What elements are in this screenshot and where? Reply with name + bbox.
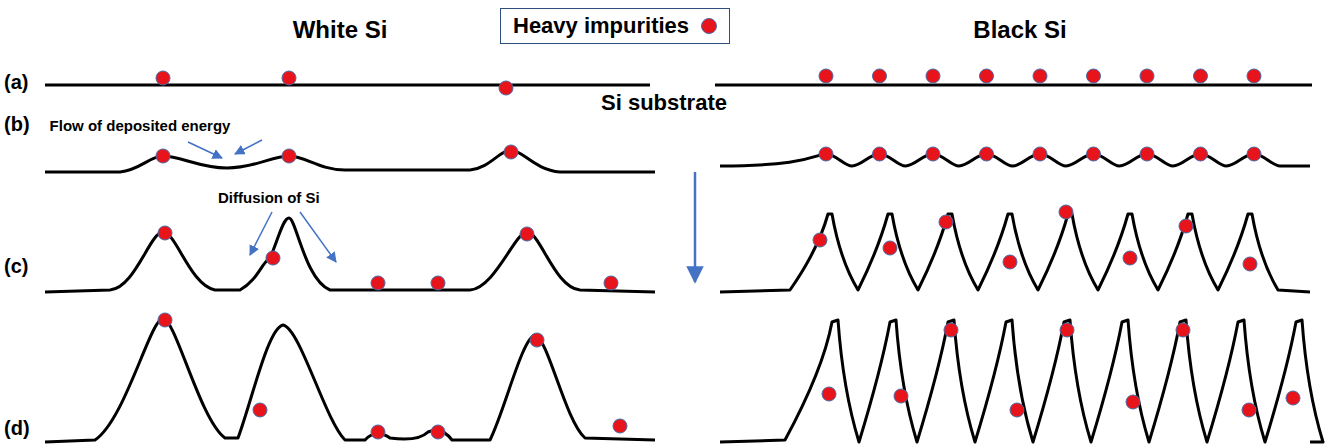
impurity-dot: [158, 313, 172, 327]
annotation-label: Flow of deposited energy: [50, 117, 231, 134]
impurity-dot: [1286, 391, 1300, 405]
surface-profile: [720, 320, 1323, 442]
panel-letter: (a): [4, 71, 28, 94]
panel-letter: (c): [4, 255, 28, 278]
legend-swatch: [701, 18, 717, 34]
impurity-dot: [1194, 69, 1208, 83]
annotation-label: White Si: [293, 16, 388, 44]
impurity-dot: [1194, 147, 1208, 161]
impurity-dot: [819, 147, 833, 161]
energy-arrow: [188, 142, 222, 158]
impurity-dot: [1087, 69, 1101, 83]
substrate-line: [715, 84, 1312, 87]
impurity-dot: [980, 147, 994, 161]
annotation-label: Black Si: [973, 16, 1066, 44]
impurity-dot: [1060, 323, 1074, 337]
legend-box: Heavy impurities: [500, 8, 730, 44]
impurity-dot: [1010, 403, 1024, 417]
impurity-dot: [939, 215, 953, 229]
diffusion-arrow: [300, 212, 336, 262]
impurity-dot: [980, 69, 994, 83]
impurity-dot: [613, 419, 627, 433]
surface-profile: [45, 318, 655, 442]
impurity-dot: [266, 251, 280, 265]
impurity-dot: [1003, 255, 1017, 269]
annotation-label: Si substrate: [601, 90, 727, 115]
impurity-dot: [873, 69, 887, 83]
impurity-dot: [1033, 69, 1047, 83]
impurity-dot: [1247, 69, 1261, 83]
time-arrow: [694, 172, 697, 282]
panel-letter: (b): [4, 113, 30, 136]
impurity-dot: [499, 81, 513, 95]
impurity-dot: [822, 387, 836, 401]
impurity-dot: [282, 71, 296, 85]
surface-profile: [45, 218, 655, 292]
impurity-dot: [1059, 205, 1073, 219]
impurity-dot: [819, 69, 833, 83]
impurity-dot: [530, 333, 544, 347]
impurity-dot: [1140, 69, 1154, 83]
surface-profile: [720, 154, 1310, 166]
impurity-dot: [926, 147, 940, 161]
impurity-dot: [156, 71, 170, 85]
impurity-dot: [431, 276, 445, 290]
panel-letter: (d): [4, 417, 30, 440]
impurity-dot: [1033, 147, 1047, 161]
impurity-dot: [1242, 403, 1256, 417]
impurity-dot: [504, 145, 518, 159]
impurity-dot: [1087, 147, 1101, 161]
impurity-dot: [1247, 147, 1261, 161]
legend-text: Heavy impurities: [513, 13, 689, 39]
impurity-dot: [253, 403, 267, 417]
impurity-dot: [371, 425, 385, 439]
diffusion-arrow: [250, 212, 272, 255]
surface-profile: [45, 150, 655, 172]
energy-arrow: [235, 140, 262, 154]
impurity-dot: [926, 69, 940, 83]
impurity-dot: [604, 276, 618, 290]
impurity-dot: [894, 389, 908, 403]
impurity-dot: [431, 425, 445, 439]
impurity-dot: [282, 149, 296, 163]
annotation-label: Diffusion of Si: [218, 189, 320, 206]
impurity-dot: [1123, 251, 1137, 265]
impurity-dot: [1126, 395, 1140, 409]
impurity-dot: [944, 323, 958, 337]
impurity-dot: [1179, 219, 1193, 233]
surface-profile: [720, 214, 1310, 292]
impurity-dot: [813, 233, 827, 247]
impurity-dot: [1140, 147, 1154, 161]
impurity-dot: [158, 226, 172, 240]
impurity-dot: [1243, 257, 1257, 271]
impurity-dot: [520, 227, 534, 241]
substrate-line: [45, 84, 650, 87]
impurity-dot: [873, 147, 887, 161]
impurity-dot: [156, 149, 170, 163]
impurity-dot: [1176, 323, 1190, 337]
impurity-dot: [371, 276, 385, 290]
impurity-dot: [883, 241, 897, 255]
